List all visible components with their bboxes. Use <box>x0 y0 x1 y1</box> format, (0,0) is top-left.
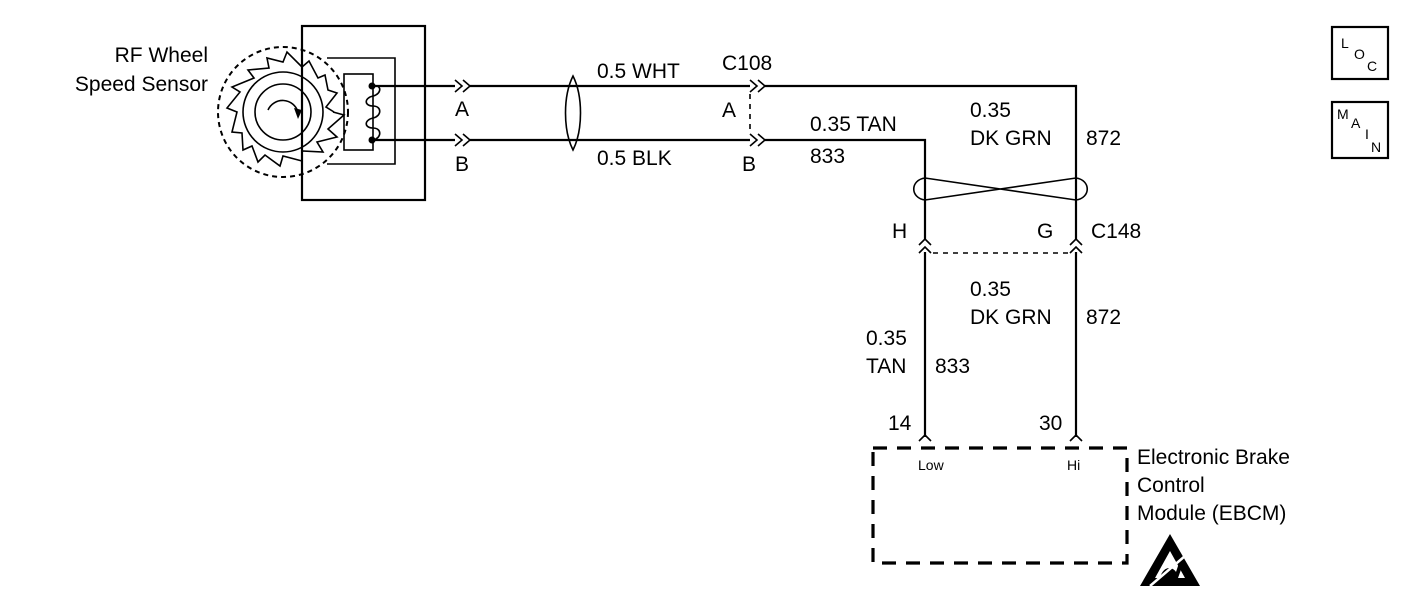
c148-pin-g: G <box>1037 220 1053 243</box>
ebcm-outline <box>871 446 1129 565</box>
sensor-housing <box>300 24 427 202</box>
grn-upper-size: 0.35 <box>970 99 1011 122</box>
ebcm-name-line3: Module (EBCM) <box>1137 502 1286 525</box>
grn-lower-circuit: 872 <box>1086 306 1121 329</box>
loc-letter-l: L <box>1341 35 1349 51</box>
ebcm-pin-low-label: Low <box>918 457 945 473</box>
ebcm-pin-hi-terminal <box>1069 433 1083 442</box>
ebcm-module: 14 30 Low Hi Electronic Brake Control Mo… <box>871 412 1290 565</box>
pickup-coil <box>365 84 381 141</box>
tone-wheel-teeth <box>225 50 346 168</box>
sensor-name-line2: Speed Sensor <box>75 73 208 96</box>
ebcm-pin-low-num: 14 <box>888 412 912 435</box>
wire-dk-grn-872: 0.35 DK GRN 872 0.35 DK GRN 872 <box>765 84 1121 437</box>
rotation-arrow-icon <box>267 99 299 113</box>
grn-upper-circuit: 872 <box>1086 127 1121 150</box>
ebcm-name-line2: Control <box>1137 474 1205 497</box>
grn-lower-color: DK GRN <box>970 306 1052 329</box>
sensor-pin-b: B <box>455 153 469 176</box>
tone-ring <box>217 46 349 178</box>
tan-upper-circuit: 833 <box>810 145 845 168</box>
rotation-arrowhead <box>294 108 302 119</box>
ebcm-name-line1: Electronic Brake <box>1137 446 1290 469</box>
c108-pin-a: A <box>722 99 736 122</box>
wheel-speed-sensor: RF Wheel Speed Sensor <box>75 24 427 202</box>
ebcm-pin-hi-label: Hi <box>1067 457 1080 473</box>
loc-letter-o: O <box>1354 46 1365 62</box>
main-letter-a: A <box>1351 115 1361 131</box>
wire-blk-label: 0.5 BLK <box>597 147 672 170</box>
c108-pin-b: B <box>742 153 756 176</box>
grn-lower-size: 0.35 <box>970 278 1011 301</box>
connector-c108: C108 A B <box>722 52 772 176</box>
tan-upper-label: 0.35 TAN <box>810 113 897 136</box>
tan-lower-size: 0.35 <box>866 327 907 350</box>
main-letter-i: I <box>1365 126 1369 142</box>
wire-blk: 0.5 BLK <box>372 138 750 170</box>
c148-name: C148 <box>1091 220 1141 243</box>
main-badge: M A I N <box>1330 100 1390 160</box>
sensor-pin-a: A <box>455 98 469 121</box>
grn-upper-color: DK GRN <box>970 127 1052 150</box>
twisted-pair-symbol-2 <box>912 177 1089 201</box>
sensor-hub-outer <box>242 71 324 153</box>
pickup-core <box>343 73 374 151</box>
sensor-name-line1: RF Wheel <box>115 44 208 67</box>
twisted-pair-symbol <box>564 74 582 152</box>
ebcm-pin-low-terminal <box>918 433 932 442</box>
wire-wht: 0.5 WHT <box>372 60 750 88</box>
tan-lower-circuit: 833 <box>935 355 970 378</box>
main-letter-n: N <box>1371 139 1381 155</box>
wire-wht-label: 0.5 WHT <box>597 60 680 83</box>
tan-lower-color: TAN <box>866 355 906 378</box>
pickup-bracket <box>327 57 396 165</box>
main-letter-m: M <box>1337 106 1349 122</box>
sensor-connector: A B <box>454 79 472 176</box>
wire-tan-833: 0.35 TAN 833 0.35 TAN 833 <box>765 113 970 437</box>
c148-pin-h: H <box>892 220 907 243</box>
sensor-hub-inner <box>254 83 312 141</box>
loc-letter-c: C <box>1367 58 1377 74</box>
esd-warning-icon <box>1140 534 1200 587</box>
ebcm-pin-hi-num: 30 <box>1039 412 1062 435</box>
c108-name: C108 <box>722 52 772 75</box>
connector-c148: H G C148 <box>892 220 1141 254</box>
loc-badge: L O C <box>1330 25 1390 81</box>
